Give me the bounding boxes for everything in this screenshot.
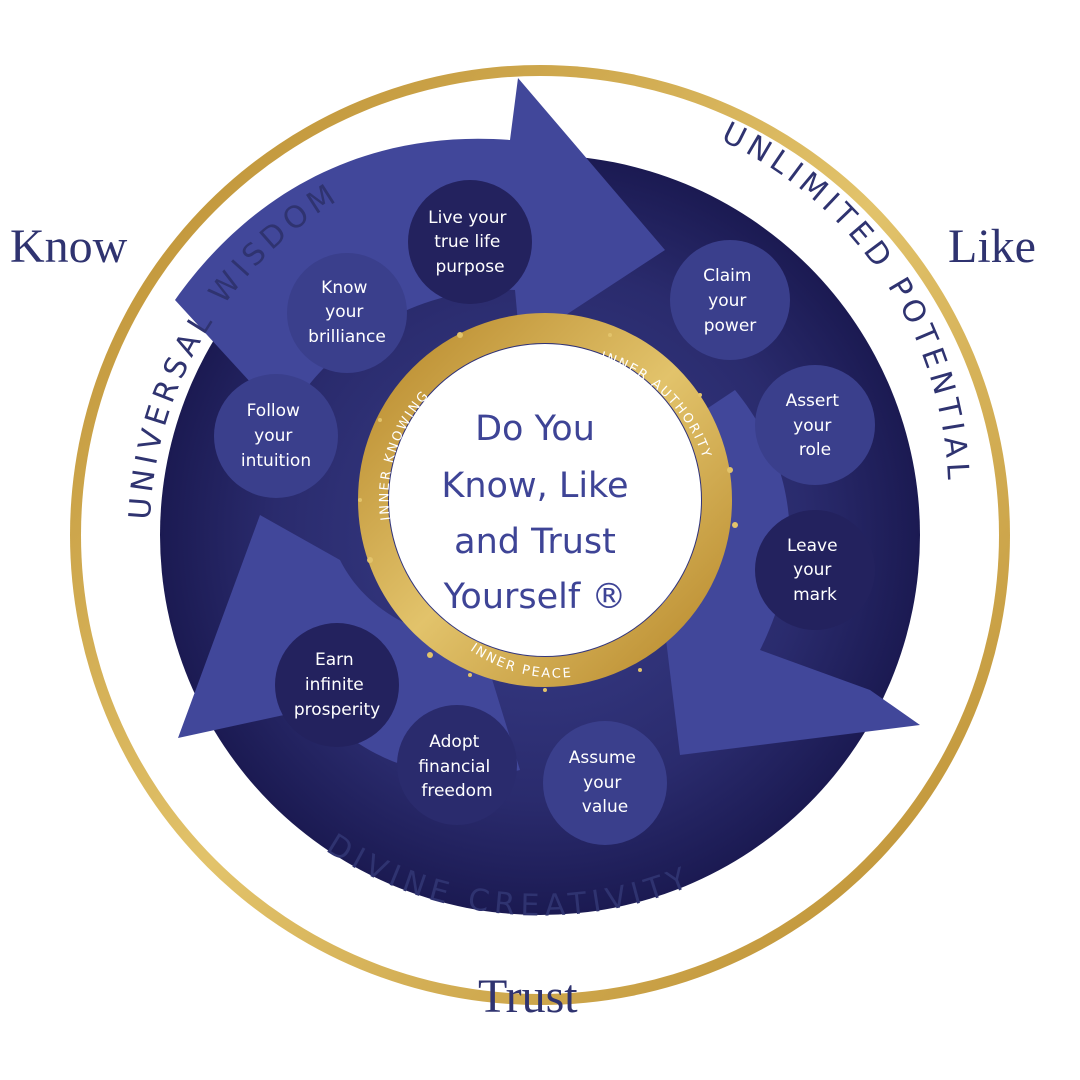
node-live-purpose: Live your true life purpose <box>408 180 532 304</box>
center-circle <box>389 344 701 656</box>
svg-text:Earn infinite pros: Earn infinite prosperity <box>294 650 380 720</box>
node-line: purpose <box>435 257 504 277</box>
center-title-line: Know, Like <box>441 466 628 506</box>
center-title-line: and Trust <box>454 522 616 562</box>
inner-gold-ring <box>358 313 732 687</box>
node-line: mark <box>793 585 837 605</box>
node-line: your <box>325 302 363 322</box>
node-line: Claim <box>703 266 751 286</box>
node-line: your <box>708 291 746 311</box>
svg-text:Know your brillian: Know your brilliance <box>308 278 386 347</box>
node-follow-intuition: Follow your intuition <box>214 374 338 498</box>
word-like: Like <box>948 220 1036 273</box>
node-leave-mark: Leave your mark <box>755 510 875 630</box>
svg-text:Assert your role: Assert your role <box>786 391 845 460</box>
node-line: Earn <box>315 650 354 670</box>
node-earn-prosperity: Earn infinite prosperity <box>275 623 399 747</box>
node-adopt-freedom: Adopt financial freedom <box>397 705 517 825</box>
svg-text:Live your true life: Live your true life purpose <box>428 208 512 277</box>
center-title-line: Do You <box>475 409 595 449</box>
node-line: Live your <box>428 208 506 228</box>
center-title-line: Yourself ® <box>443 577 627 617</box>
gold-sparkles <box>358 332 738 692</box>
node-line: prosperity <box>294 700 380 720</box>
node-line: your <box>254 426 292 446</box>
svg-text:Adopt financial fr: Adopt financial freedom <box>418 732 495 801</box>
node-line: Leave <box>787 536 838 556</box>
node-line: financial <box>418 757 490 777</box>
node-claim-power: Claim your power <box>670 240 790 360</box>
word-know: Know <box>10 220 128 273</box>
node-line: intuition <box>241 451 311 471</box>
node-line: role <box>799 440 831 460</box>
node-assume-value: Assume your value <box>543 721 667 845</box>
node-line: value <box>582 797 628 817</box>
node-line: freedom <box>421 781 492 801</box>
word-trust: Trust <box>478 970 578 1023</box>
svg-text:Leave your mark: Leave your mark <box>787 536 843 605</box>
node-line: your <box>793 560 831 580</box>
node-line: Know <box>321 278 367 298</box>
svg-text:Follow your intuit: Follow your intuition <box>241 401 311 471</box>
node-line: infinite <box>305 675 364 695</box>
svg-text:Assume your value: Assume your value <box>569 748 642 817</box>
node-line: power <box>704 316 757 336</box>
node-line: brilliance <box>308 327 386 347</box>
node-line: Follow <box>247 401 300 421</box>
svg-text:Claim your power: Claim your power <box>703 266 757 336</box>
node-line: Assume <box>569 748 636 768</box>
node-line: true life <box>434 232 500 252</box>
center-title: Do You Know, Like and Trust Yourself ® <box>441 409 628 617</box>
node-line: Adopt <box>429 732 479 752</box>
node-line: your <box>583 773 621 793</box>
node-know-brilliance: Know your brilliance <box>287 253 407 373</box>
node-line: your <box>793 416 831 436</box>
node-line: Assert <box>786 391 840 411</box>
node-assert-role: Assert your role <box>755 365 875 485</box>
